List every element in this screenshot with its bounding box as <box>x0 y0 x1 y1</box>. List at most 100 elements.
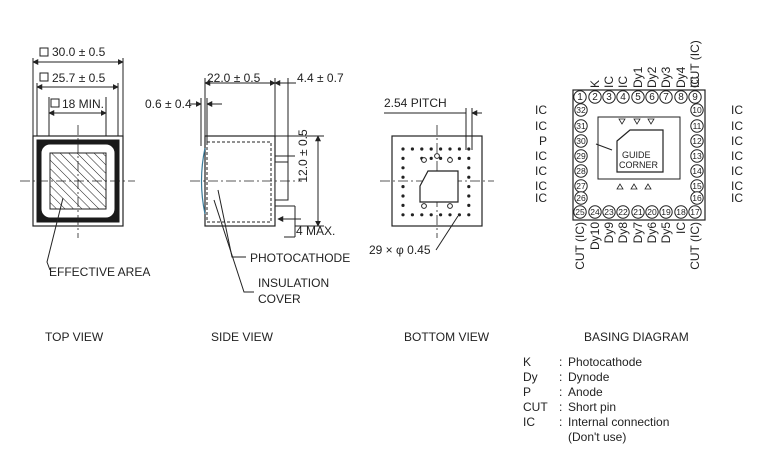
bottom-pin-dot <box>429 147 433 151</box>
pin-circle <box>574 134 588 148</box>
pin-number: 20 <box>647 207 657 217</box>
pin-circle <box>690 134 704 148</box>
pin-number: 22 <box>618 207 628 217</box>
pin-number: 7 <box>663 92 669 103</box>
pin-name: IC <box>731 191 743 205</box>
pin-name: IC <box>616 76 630 88</box>
legend-row: IC:Internal connection <box>523 415 670 429</box>
pin-number: 23 <box>604 207 614 217</box>
pin-name: Dy4 <box>674 66 688 88</box>
bottom-pin-dot <box>429 156 433 160</box>
pin-name: Dy6 <box>645 222 659 244</box>
pin-number: 17 <box>690 207 700 217</box>
dim-side-max: 4 MAX. <box>296 224 335 238</box>
bottom-pin-dot <box>401 185 405 189</box>
pin-name: Dy5 <box>659 222 673 244</box>
effective-area-label: EFFECTIVE AREA <box>49 265 150 279</box>
pin-number: 15 <box>692 181 702 191</box>
pin-circle <box>690 119 704 133</box>
pin-name: IC <box>731 119 743 133</box>
bottom-pin-dot <box>401 203 405 207</box>
pin-circle <box>631 90 645 104</box>
bottom-pin-ring <box>421 203 427 209</box>
pitch-label: 2.54 PITCH <box>384 96 447 110</box>
pin-circle <box>574 149 588 163</box>
bottom-pin-dot <box>401 156 405 160</box>
electrode-arrow-icon <box>647 118 655 125</box>
pin-circle <box>602 205 616 219</box>
pin-circle <box>602 90 616 104</box>
pin-number: 19 <box>661 207 671 217</box>
pin-number: 13 <box>692 151 702 161</box>
bottom-pin-dot <box>467 175 471 179</box>
bottom-pin-dot <box>429 213 433 217</box>
pin-name: IC <box>688 76 702 88</box>
bottom-pin-dot <box>448 147 452 151</box>
pin-number: 3 <box>606 92 612 103</box>
bottom-pin-dot <box>457 147 461 151</box>
dim-outer: 30.0 ± 0.5 <box>52 45 106 59</box>
bottom-pin-grid <box>401 147 471 217</box>
pin-circle <box>574 119 588 133</box>
legend-row: Dy:Dynode <box>523 370 610 384</box>
pin-number: 26 <box>576 193 586 203</box>
electrode-arrow-icon <box>618 118 626 125</box>
bottom-pin-dot <box>401 194 405 198</box>
electrode-arrow-icon <box>633 118 641 125</box>
pin-circle <box>645 90 659 104</box>
bottom-pin-ring <box>421 157 427 163</box>
bottom-view-label: BOTTOM VIEW <box>404 330 490 344</box>
photocathode-label: PHOTOCATHODE <box>250 251 350 265</box>
pin-name: IC <box>535 103 547 117</box>
pin-name: IC <box>535 179 547 193</box>
pin-number: 11 <box>693 121 702 131</box>
pin-number: 6 <box>649 92 655 103</box>
pin-name: IC <box>674 222 688 234</box>
pin-circle <box>659 90 673 104</box>
pin-name: IC <box>731 179 743 193</box>
pin-name: IC <box>602 76 616 88</box>
dim-min: 18 MIN. <box>62 97 104 111</box>
dim-side-pin: 4.4 ± 0.7 <box>297 71 344 85</box>
bottom-view <box>380 108 494 251</box>
insulation-label-1: INSULATION <box>258 276 329 290</box>
pin-name: Dy9 <box>602 222 616 244</box>
bottom-pin-dot <box>401 213 405 217</box>
pin-name: CUT (IC) <box>573 222 587 270</box>
pin-name: IC <box>731 164 743 178</box>
pin-name: IC <box>535 164 547 178</box>
dim-side-window: 0.6 ± 0.4 <box>145 97 192 111</box>
pin-circle <box>674 90 688 104</box>
corner-label: CORNER <box>619 160 659 170</box>
bottom-pin-dot <box>467 194 471 198</box>
pin-number: 24 <box>590 207 600 217</box>
pin-number: 25 <box>575 207 585 217</box>
pin-number: 14 <box>692 166 702 176</box>
pin-circle <box>574 164 588 178</box>
pin-circle <box>690 149 704 163</box>
pin-circle <box>574 103 588 117</box>
pin-number: 12 <box>692 136 702 146</box>
insulation-label-2: COVER <box>258 292 301 306</box>
pin-circle <box>690 164 704 178</box>
bottom-pin-dot <box>457 156 461 160</box>
pin-circle <box>588 205 602 219</box>
pin-number: 28 <box>576 166 586 176</box>
electrode-arrow-icon <box>616 183 624 190</box>
pin-name: Dy8 <box>616 222 630 244</box>
bottom-pin-dot <box>467 213 471 217</box>
pin-circle <box>631 205 645 219</box>
pin-name: K <box>588 80 602 88</box>
bottom-pin-dot <box>467 147 471 151</box>
bottom-pin-dot <box>467 203 471 207</box>
pin-name: CUT (IC) <box>688 40 702 88</box>
legend-row: P:Anode <box>523 385 603 399</box>
side-view <box>190 78 324 293</box>
pin-number: 21 <box>633 207 643 217</box>
bottom-pin-dot <box>401 147 405 151</box>
pin-number: 8 <box>678 92 684 103</box>
pin-circle <box>690 191 704 205</box>
